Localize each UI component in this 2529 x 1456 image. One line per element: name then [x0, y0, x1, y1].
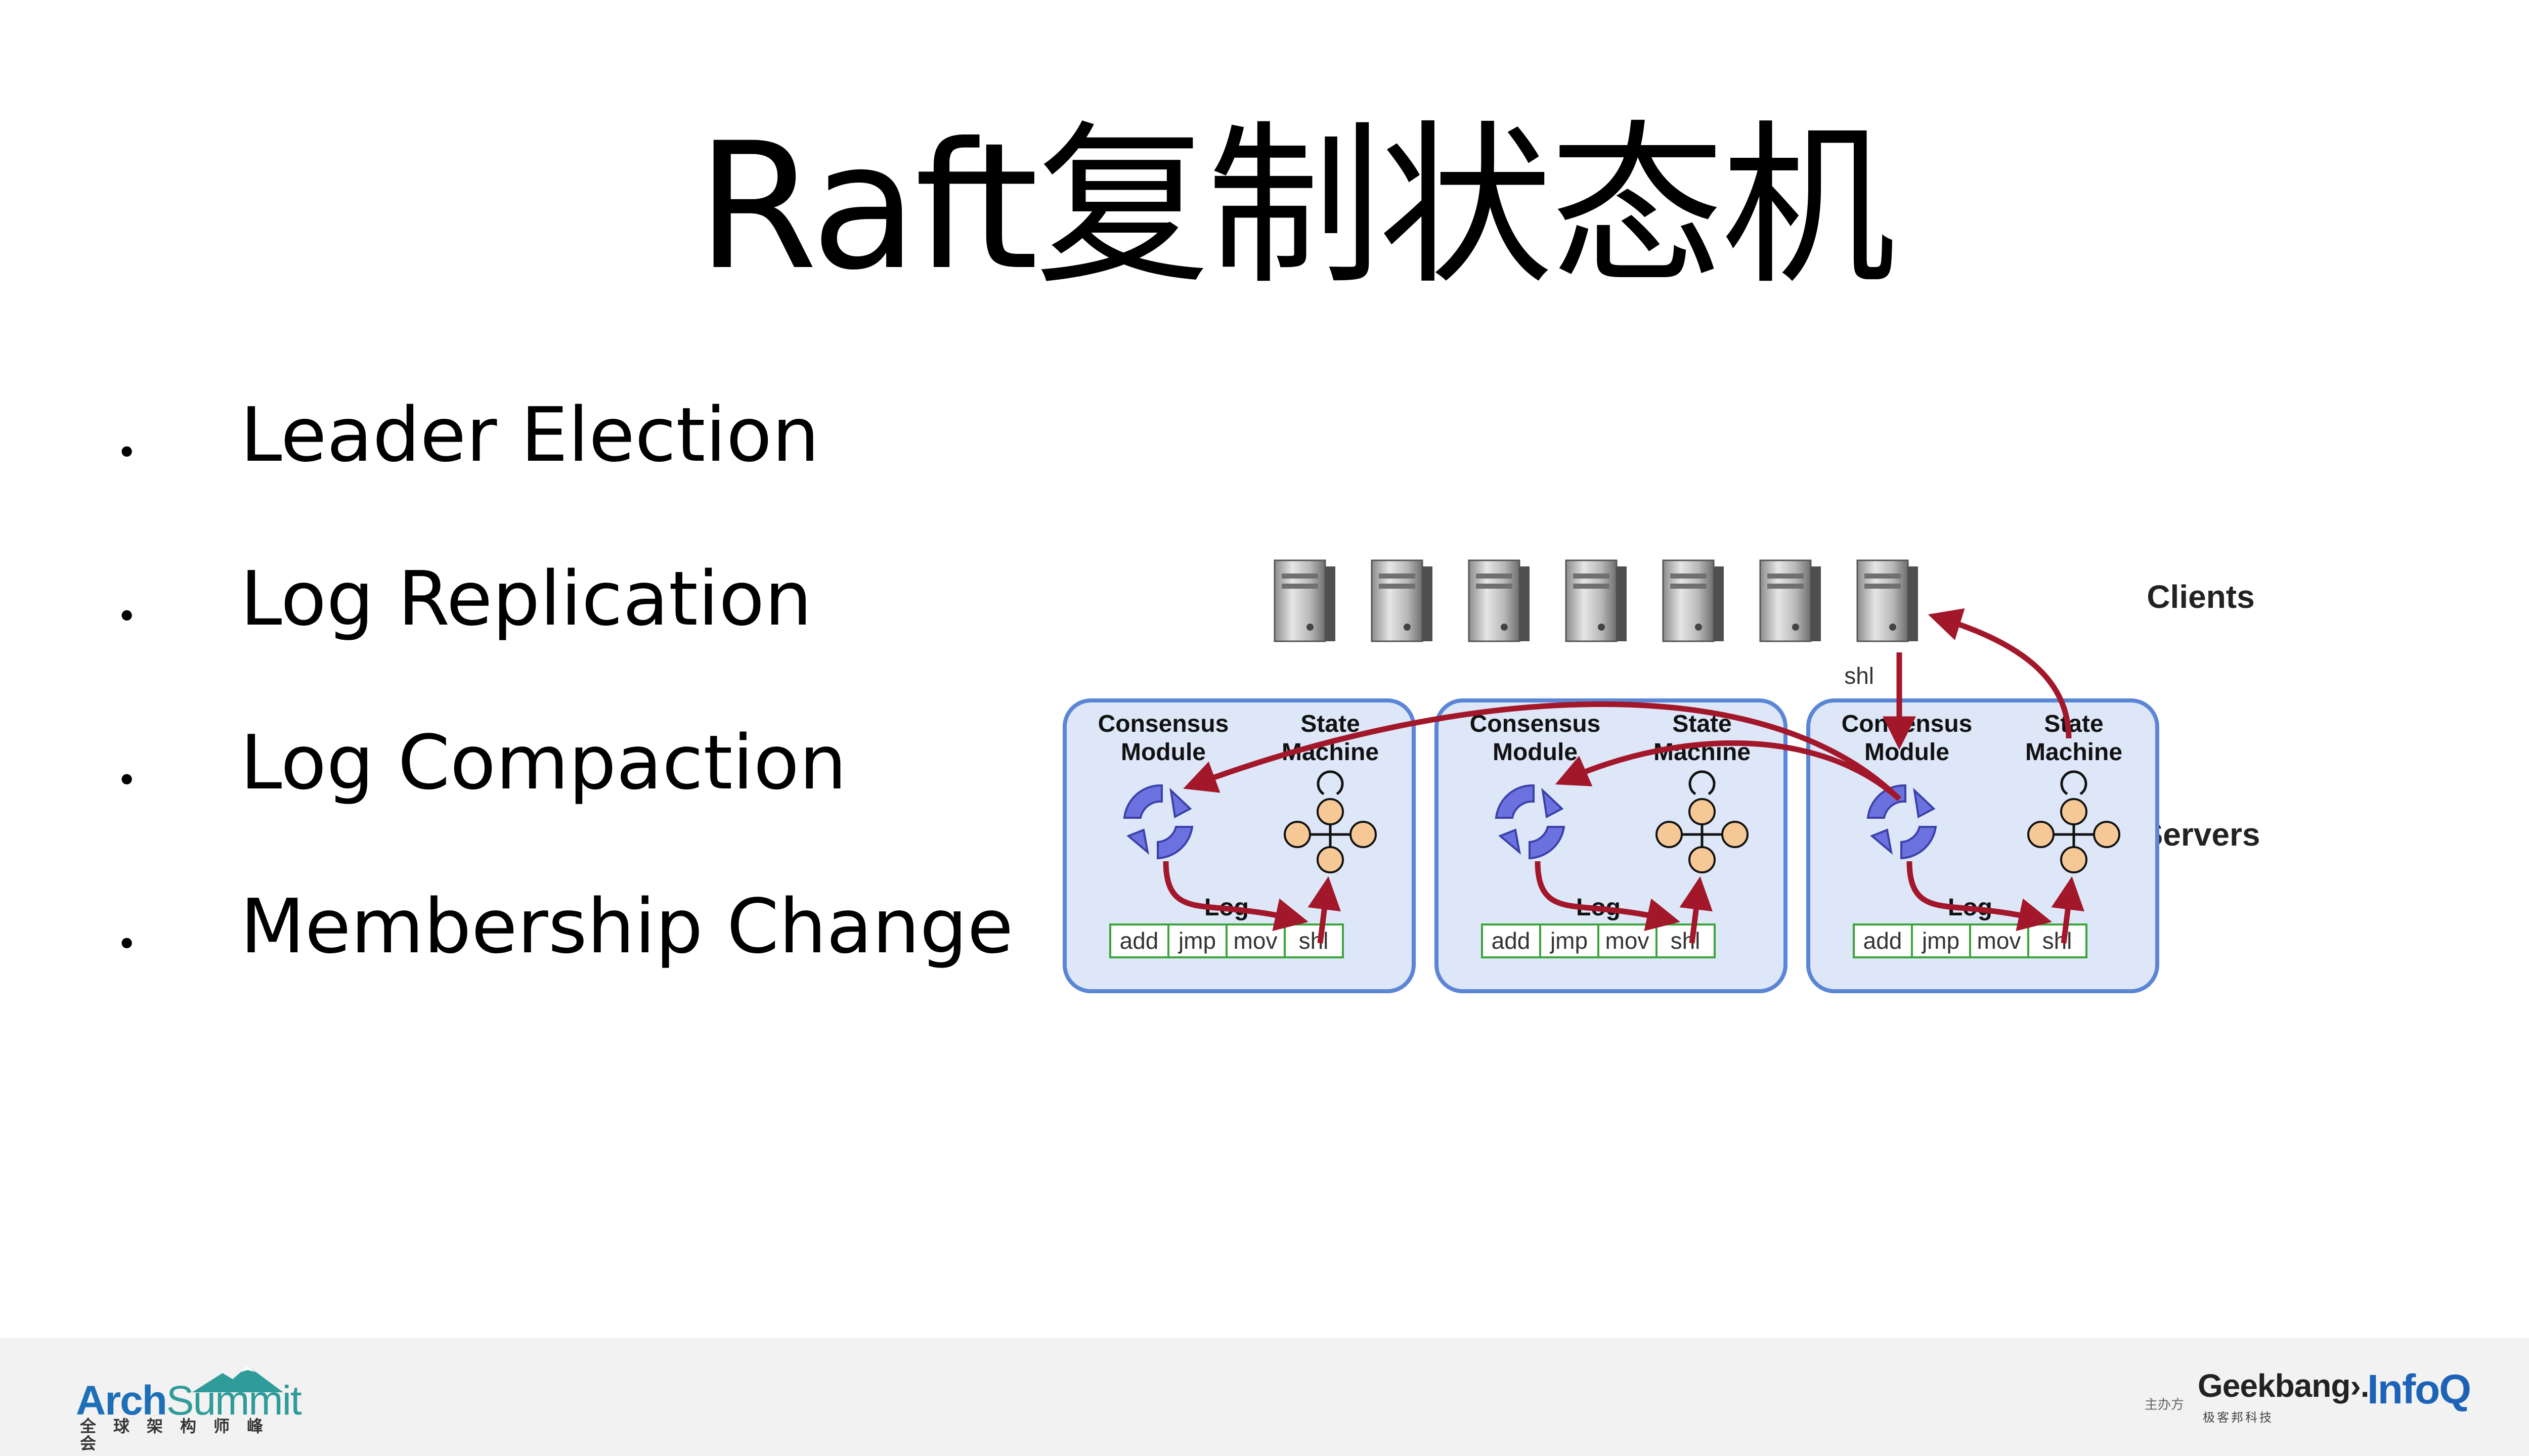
bullet-text: Log Compaction	[240, 719, 847, 806]
client-machines	[1274, 559, 1919, 642]
footer-bar: ArchSummit 全球架构师峰会 主办方 Geekbang›. 极客邦科技 …	[0, 1338, 2529, 1456]
geekbang-cn-text: 极客邦科技	[2203, 1410, 2274, 1425]
consensus-label: Module	[1864, 739, 1949, 766]
consensus-label: Consensus	[1842, 711, 1973, 737]
bullet-dot: •	[116, 432, 138, 473]
clients-label: Clients	[2147, 579, 2254, 615]
log-entries: add jmp mov shl	[1853, 923, 2087, 958]
log-entry: mov	[1605, 928, 1649, 954]
append-log-arrow	[1163, 861, 1309, 932]
archsummit-cn-text: 全球架构师峰会	[80, 1417, 281, 1453]
log-entry: jmp	[1921, 928, 1959, 954]
apply-arrow	[1679, 876, 1713, 944]
client-computer-icon	[1371, 559, 1433, 642]
client-computer-icon	[1565, 559, 1628, 642]
client-response-arrow	[1928, 608, 2072, 739]
log-entry: mov	[1977, 928, 2021, 954]
consensus-label: Module	[1493, 739, 1578, 766]
client-computer-icon	[1468, 559, 1531, 642]
consensus-label: Consensus	[1098, 711, 1229, 737]
raft-diagram: Clients Servers shl Consensus Module Sta…	[1063, 559, 2260, 993]
state-machine-label: Machine	[2025, 739, 2122, 766]
log-entry: jmp	[1549, 928, 1588, 954]
client-computer-icon	[1759, 559, 1822, 642]
archsummit-logo: ArchSummit 全球架构师峰会	[76, 1363, 302, 1452]
apply-arrow	[1307, 876, 1341, 944]
bullet-dot: •	[116, 760, 138, 801]
mountain-logo-icon	[192, 1366, 283, 1392]
append-log-arrow	[1906, 861, 2052, 932]
apply-arrow	[2051, 876, 2085, 944]
state-machine-label: State	[1300, 711, 1360, 737]
log-entries: add jmp mov shl	[1109, 923, 1344, 958]
sponsor-label: 主办方	[2145, 1397, 2185, 1413]
replicate-arrow-server1	[1183, 701, 1901, 801]
bullet-dot: •	[116, 596, 138, 637]
state-machine-icon	[1655, 770, 1749, 873]
client-computer-icon	[1856, 559, 1919, 642]
log-entry: add	[1492, 928, 1531, 954]
client-computer-icon	[1274, 559, 1336, 642]
geekbang-logo: Geekbang›.	[2198, 1367, 2370, 1404]
infoq-logo: InfoQ	[2367, 1366, 2471, 1413]
archsummit-arch-text: Arch	[76, 1378, 167, 1424]
consensus-label: Consensus	[1470, 711, 1601, 737]
slide-title: Raft复制状态机	[696, 106, 1896, 308]
log-entry: add	[1120, 928, 1159, 954]
state-machine-icon	[2027, 770, 2120, 873]
consensus-label: Module	[1121, 739, 1206, 766]
append-log-arrow	[1535, 861, 1680, 932]
server-box: Consensus Module State Machine Log add j…	[1063, 698, 1416, 993]
servers-label: Servers	[2142, 816, 2260, 853]
log-entry: mov	[1234, 928, 1278, 954]
replicate-arrow-server2	[1555, 740, 1901, 802]
bullet-text: Log Replication	[240, 555, 812, 642]
log-entry: jmp	[1178, 928, 1216, 954]
client-computer-icon	[1662, 559, 1725, 642]
bullet-dot: •	[116, 923, 138, 965]
bullet-text: Membership Change	[240, 883, 1014, 970]
server-box: Consensus Module State Machine Log add j…	[1806, 698, 2159, 993]
archsummit-summit-text: Summit	[166, 1378, 302, 1424]
client-command-label: shl	[1844, 663, 1874, 689]
log-entries: add jmp mov shl	[1481, 923, 1716, 958]
state-machine-icon	[1284, 770, 1377, 873]
bullet-text: Leader Election	[240, 391, 820, 478]
state-machine-label: State	[2044, 711, 2103, 737]
log-entry: add	[1863, 928, 1902, 954]
